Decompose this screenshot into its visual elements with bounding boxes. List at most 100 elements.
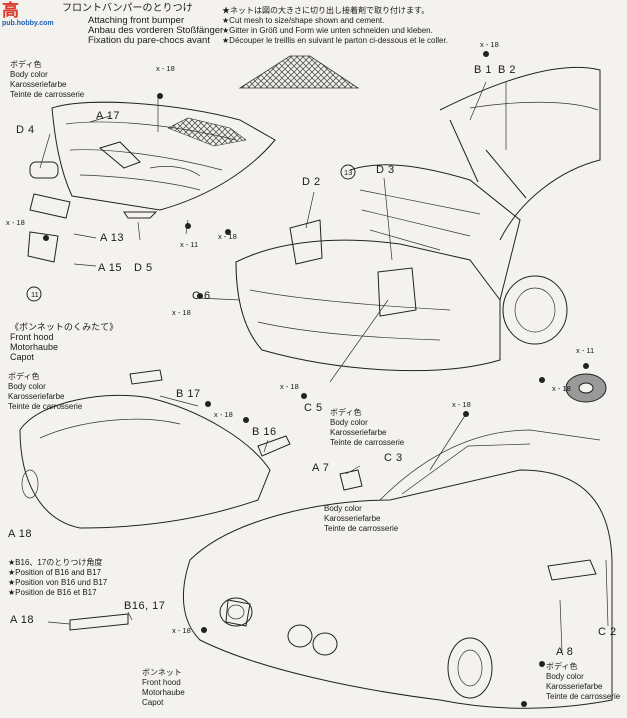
- body-color-hood-de: Karosseriefarbe: [8, 392, 65, 401]
- part-d5: [123, 211, 158, 219]
- body-color-bottom-fr: Teinte de carrosserie: [546, 692, 621, 701]
- screw-label-x18-e: x - 18: [172, 308, 191, 317]
- watermark-url: pub.hobby.com: [2, 20, 54, 27]
- car-body-drawing: [182, 429, 613, 709]
- body-color-hood-jp: ボディ色: [8, 372, 40, 381]
- label-c2: C 2: [598, 626, 617, 638]
- body-color-mid-fr: Teinte de carrosserie: [330, 438, 405, 447]
- body-color-note-mid2: Body color Karosseriefarbe Teinte de car…: [324, 504, 398, 534]
- circled-11: 11: [31, 290, 39, 299]
- label-b16: B 16: [252, 426, 277, 438]
- mesh-note-fr: ★Découper le treillis en suivant le part…: [222, 36, 448, 45]
- screw-label-x18-a: x - 18: [156, 64, 175, 73]
- label-c6: C 6: [192, 290, 211, 302]
- label-d2: D 2: [302, 176, 321, 188]
- label-b17: B 17: [176, 388, 201, 400]
- body-color-fr: Teinte de carrosserie: [10, 90, 85, 99]
- part-a15: [27, 231, 59, 263]
- body-color-note-mid: ボディ色 Body color Karosseriefarbe Teinte d…: [330, 408, 404, 448]
- screw-label-x18-c: x - 18: [218, 232, 237, 241]
- part-c5: [377, 267, 417, 317]
- front-hood-drawing: [19, 369, 291, 529]
- body-color-note-bottom: ボディ色 Body color Karosseriefarbe Teinte d…: [546, 662, 620, 702]
- label-a18-hood: A 18: [8, 528, 33, 540]
- label-b2: B 2: [498, 64, 517, 76]
- label-a8: A 8: [556, 646, 574, 658]
- body-color-bottom-de: Karosseriefarbe: [546, 682, 603, 691]
- car-front-drawing: [235, 66, 601, 372]
- hood-bottom-note: ボンネット Front hood Motorhaube Capot: [142, 668, 185, 708]
- b16-note-en: ★Position of B16 and B17: [8, 568, 102, 577]
- body-color-mid2-de: Karosseriefarbe: [324, 514, 381, 523]
- body-color-mid-de: Karosseriefarbe: [330, 428, 387, 437]
- mesh-template: [238, 55, 360, 89]
- mesh-on-bumper: [167, 117, 247, 147]
- body-color-en: Body color: [10, 70, 48, 79]
- body-color-mid2-fr: Teinte de carrosserie: [324, 524, 399, 533]
- body-color-note-top: ボディ色 Body color Karosseriefarbe Teinte d…: [10, 60, 84, 100]
- label-c3: C 3: [384, 452, 403, 464]
- header-de: Anbau des vorderen Stoßfänger: [88, 25, 224, 36]
- hood-bottom-en: Front hood: [142, 678, 181, 687]
- body-color-bottom-en: Body color: [546, 672, 584, 681]
- label-d5: D 5: [134, 262, 153, 274]
- b16-note-jp: ★B16、17のとりつけ角度: [8, 558, 103, 567]
- label-b16-17: B16, 17: [124, 600, 166, 612]
- body-color-mid-jp: ボディ色: [330, 408, 362, 417]
- label-d4: D 4: [16, 124, 35, 136]
- hood-section-de: Motorhaube: [10, 342, 59, 352]
- label-b1: B 1: [474, 64, 493, 76]
- screw-label-x18-i: x - 18: [552, 384, 571, 393]
- hood-bottom-fr: Capot: [142, 698, 164, 707]
- hood-section-jp: 《ボンネットのくみたて》: [10, 322, 119, 332]
- part-d4: [29, 161, 59, 179]
- screw-label-x18-g: x - 18: [214, 410, 233, 419]
- body-color-hood-en: Body color: [8, 382, 46, 391]
- screw-label-x18-f: x - 18: [280, 382, 299, 391]
- watermark-logo: 高 pub.hobby.com: [2, 2, 68, 36]
- front-bumper-drawing: [51, 101, 276, 211]
- part-d2: [289, 219, 323, 265]
- label-c5: C 5: [304, 402, 323, 414]
- screw-label-x18-b: x - 18: [6, 218, 25, 227]
- label-a7: A 7: [312, 462, 330, 474]
- b16-note-fr: ★Position de B16 et B17: [8, 588, 97, 597]
- hood-section-en: Front hood: [10, 332, 54, 342]
- screw-label-x18-h: x - 18: [452, 400, 471, 409]
- hood-bottom-de: Motorhaube: [142, 688, 185, 697]
- hood-bottom-jp: ボンネット: [142, 668, 182, 677]
- screw-label-x11-b: x - 11: [576, 346, 595, 355]
- part-a13: [29, 193, 71, 219]
- screw-label-x18-j: x - 18: [172, 626, 191, 635]
- label-a18-note: A 18: [10, 614, 35, 626]
- header-jp-title: フロントバンパーのとりつけ: [62, 3, 193, 14]
- body-color-bottom-jp: ボディ色: [546, 662, 578, 671]
- screw-label-x11-a: x - 11: [180, 240, 199, 249]
- watermark-cn: 高: [2, 1, 19, 20]
- body-color-de: Karosseriefarbe: [10, 80, 67, 89]
- mesh-note-en: ★Cut mesh to size/shape shown and cement…: [222, 16, 385, 25]
- hood-section-title: 《ボンネットのくみたて》 Front hood Motorhaube Capot: [10, 322, 118, 362]
- b16-note-de: ★Position von B16 und B17: [8, 578, 108, 587]
- label-a17: A 17: [96, 110, 121, 122]
- label-d3: D 3: [376, 164, 395, 176]
- header-titles: Attaching front bumper Anbau des vordere…: [88, 16, 223, 46]
- label-a13: A 13: [100, 232, 125, 244]
- header-en: Attaching front bumper: [88, 15, 185, 26]
- body-color-note-hood: ボディ色 Body color Karosseriefarbe Teinte d…: [8, 372, 82, 412]
- screw-label-x18-d: x - 18: [480, 40, 499, 49]
- b16-b17-note: ★B16、17のとりつけ角度 ★Position of B16 and B17 …: [8, 558, 107, 598]
- hood-section-fr: Capot: [10, 352, 35, 362]
- body-color-jp: ボディ色: [10, 60, 42, 69]
- label-a15: A 15: [98, 262, 123, 274]
- body-color-mid-en: Body color: [330, 418, 368, 427]
- body-color-mid2-en: Body color: [324, 504, 362, 513]
- mesh-note-de: ★Gitter in Größ und Form wie unten schne…: [222, 26, 433, 35]
- circled-13: 13: [344, 168, 353, 177]
- header-fr: Fixation du pare-chocs avant: [88, 35, 210, 46]
- body-color-hood-fr: Teinte de carrosserie: [8, 402, 83, 411]
- mesh-note: ★ネットは図の大きさに切り出し接着剤で取り付けます。 ★Cut mesh to …: [222, 6, 448, 46]
- mesh-note-jp: ★ネットは図の大きさに切り出し接着剤で取り付けます。: [222, 6, 430, 15]
